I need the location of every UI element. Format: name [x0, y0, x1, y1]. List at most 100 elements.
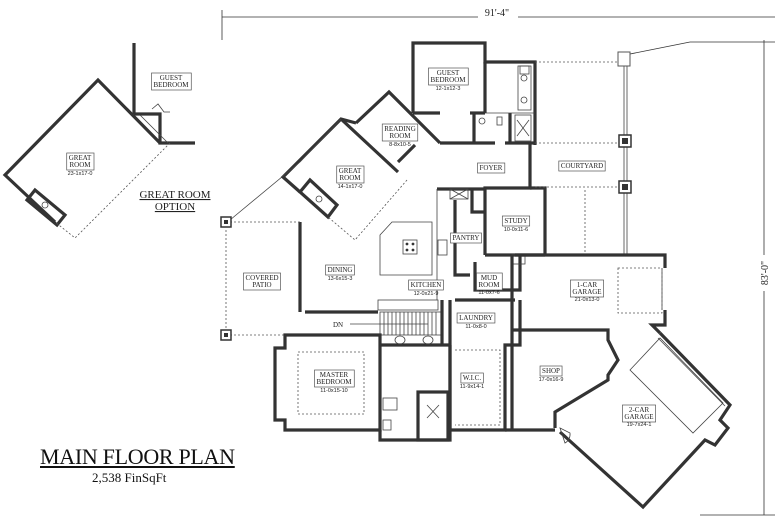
svg-text:READING: READING [384, 125, 416, 133]
label-box [325, 264, 355, 276]
svg-text:BEDROOM: BEDROOM [153, 81, 189, 89]
study-label: STUDY 10-0x11-6 [501, 215, 531, 233]
laundry-label: LAUNDRY 11-0x8-0 [456, 312, 496, 330]
svg-text:10-0x11-6: 10-0x11-6 [504, 227, 528, 233]
shop-label: SHOP 17-0x16-9 [539, 365, 564, 383]
svg-text:ROOM: ROOM [389, 132, 411, 140]
option-caption: GREAT ROOM [139, 189, 210, 201]
courtyard-label: COURTYARD [558, 160, 606, 172]
svg-text:COVERED: COVERED [245, 274, 278, 282]
post-icon [220, 329, 232, 341]
svg-text:11-0x7-6: 11-0x7-6 [478, 290, 499, 296]
svg-text:2-CAR: 2-CAR [629, 406, 650, 414]
svg-text:W.I.C.: W.I.C. [463, 374, 481, 382]
post-icon [618, 180, 632, 194]
width-dimension-label: 91'-4" [485, 8, 509, 19]
svg-text:14-1x17-0: 14-1x17-0 [338, 184, 363, 190]
post-icon [618, 134, 632, 148]
width-dimension: 91'-4" [221, 7, 775, 40]
cooktop-icon [402, 239, 418, 255]
svg-text:GUEST: GUEST [437, 69, 460, 77]
svg-text:STUDY: STUDY [504, 217, 527, 225]
toilet-icon [382, 419, 392, 431]
svg-text:GARAGE: GARAGE [624, 413, 653, 421]
post-icon [617, 51, 631, 67]
label-box [408, 279, 444, 291]
label-box [314, 369, 355, 388]
sink-icon [437, 239, 448, 256]
svg-text:PANTRY: PANTRY [453, 234, 480, 242]
svg-text:SHOP: SHOP [542, 367, 560, 375]
label-box [477, 162, 506, 174]
svg-text:GREAT: GREAT [69, 154, 92, 162]
svg-text:ROOM: ROOM [69, 161, 91, 169]
option-caption: OPTION [155, 201, 195, 213]
plan-title: MAIN FLOOR PLAN [40, 444, 235, 469]
label-box [622, 404, 656, 423]
stair-down-label: DN [333, 321, 343, 329]
svg-text:ROOM: ROOM [478, 281, 500, 289]
svg-text:GUEST: GUEST [160, 74, 183, 82]
label-box [539, 365, 563, 377]
depth-dimension-label: 83'-0" [760, 261, 771, 285]
post-icon [220, 216, 232, 228]
fireplace-icon [297, 177, 340, 220]
label-box [558, 160, 606, 172]
label-box [456, 312, 496, 324]
label-box [450, 232, 482, 244]
svg-text:FOYER: FOYER [480, 164, 503, 172]
svg-text:DINING: DINING [328, 266, 353, 274]
svg-text:ROOM: ROOM [339, 174, 361, 182]
svg-text:BEDROOM: BEDROOM [316, 378, 352, 386]
svg-text:BEDROOM: BEDROOM [430, 76, 466, 84]
label-box [501, 215, 531, 227]
svg-text:MASTER: MASTER [320, 371, 349, 379]
svg-text:LAUNDRY: LAUNDRY [459, 314, 493, 322]
svg-text:11-9x14-1: 11-9x14-1 [460, 384, 484, 390]
svg-text:GARAGE: GARAGE [572, 288, 601, 296]
label-box [66, 152, 95, 171]
svg-text:KITCHEN: KITCHEN [411, 281, 442, 289]
great-room-option-drawing [2, 43, 195, 239]
foyer-label: FOYER [477, 162, 506, 174]
svg-text:21-0x13-0: 21-0x13-0 [575, 297, 600, 303]
svg-text:8-8x10-5: 8-8x10-5 [389, 142, 411, 148]
svg-text:MUD: MUD [481, 274, 497, 282]
label-box [336, 165, 365, 184]
label-box [381, 123, 419, 142]
toilet-icon [496, 116, 503, 126]
toilet-icon [519, 65, 530, 75]
label-box [243, 272, 281, 291]
svg-text:GREAT: GREAT [339, 167, 362, 175]
svg-text:11-0x8-0: 11-0x8-0 [465, 324, 486, 330]
porch-posts [220, 51, 632, 341]
dining-label: DINING 13-6x15-3 [325, 264, 355, 282]
finished-square-footage: 2,538 FinSqFt [92, 470, 167, 485]
svg-text:13-6x15-3: 13-6x15-3 [328, 276, 353, 282]
svg-text:PATIO: PATIO [252, 281, 271, 289]
main-plan-walls [225, 41, 733, 510]
svg-text:1-CAR: 1-CAR [577, 281, 598, 289]
wic-label: W.I.C. 11-9x14-1 [460, 372, 484, 390]
fireplace-icon [24, 187, 68, 228]
label-box [460, 372, 484, 384]
svg-text:23-1x17-0: 23-1x17-0 [68, 171, 93, 177]
depth-dimension: 83'-0" [690, 40, 775, 516]
svg-text:17-0x16-9: 17-0x16-9 [539, 377, 564, 383]
pantry-label: PANTRY [450, 232, 482, 244]
svg-text:11-0x15-10: 11-0x15-10 [320, 388, 347, 394]
closet-icon [514, 114, 532, 142]
svg-text:19-7x24-1: 19-7x24-1 [627, 422, 652, 428]
sink-icon [478, 117, 486, 125]
